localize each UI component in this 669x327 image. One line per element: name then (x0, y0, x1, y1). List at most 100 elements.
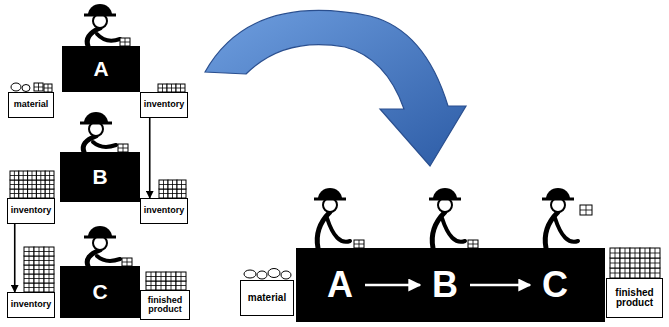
worker-figure (84, 226, 120, 266)
node-label: inventory (144, 206, 185, 215)
raw-material-piece (22, 85, 30, 92)
package-icon (24, 274, 34, 283)
package-icon (620, 268, 630, 278)
worker-figure (542, 188, 578, 248)
node-label: finished product (609, 288, 660, 309)
station-letter: A (315, 262, 365, 308)
raw-material-piece (11, 83, 21, 91)
package-icon (10, 171, 19, 180)
flow-arrow (365, 284, 420, 287)
node-label: inventory (144, 100, 185, 109)
package-icon (146, 272, 156, 281)
package-icon (580, 205, 592, 215)
raw-material-piece (257, 271, 267, 279)
package-icon (630, 258, 640, 268)
package-icon (36, 171, 45, 180)
package-icon (156, 272, 166, 281)
flow-arrow (470, 284, 530, 287)
package-icon (120, 38, 130, 46)
flow-arrow (149, 118, 151, 198)
package-icon (640, 258, 650, 268)
package-icon (167, 84, 176, 92)
node-label: A (327, 265, 353, 305)
package-icon (45, 189, 54, 198)
package-icon (640, 268, 650, 278)
package-icon (620, 248, 630, 258)
node-label: inventory (11, 300, 52, 309)
package-icon (19, 180, 28, 189)
package-icon (34, 247, 44, 256)
package-icon (36, 189, 45, 198)
package-icon (166, 281, 176, 290)
package-icon (19, 171, 28, 180)
package-icon (10, 189, 19, 198)
package-icon (176, 281, 186, 290)
package-icon (24, 283, 34, 292)
package-icon (176, 84, 185, 92)
package-icon (45, 171, 54, 180)
inventory-bin: inventory (140, 198, 189, 224)
package-icon (610, 248, 620, 258)
material-bin: material (8, 92, 54, 118)
inventory-bin: inventory (140, 92, 189, 118)
package-icon (44, 283, 54, 292)
node-label: material (14, 100, 49, 109)
workstation-table: A (62, 46, 140, 92)
finished-goods-bin: finished product (140, 290, 190, 320)
package-icon (44, 265, 54, 274)
package-icon (45, 180, 54, 189)
package-icon (177, 189, 186, 198)
transition-arrow (205, 10, 466, 166)
package-icon (176, 272, 186, 281)
package-icon (24, 247, 34, 256)
node-label: finished product (143, 296, 187, 315)
node-label: inventory (11, 206, 52, 215)
package-icon (620, 258, 630, 268)
node-label: C (542, 265, 568, 305)
package-icon (156, 281, 166, 290)
package-icon (34, 256, 44, 265)
package-icon (28, 180, 37, 189)
package-icon (28, 189, 37, 198)
package-icon (44, 84, 52, 92)
package-icon (44, 247, 54, 256)
package-icon (630, 268, 640, 278)
package-icon (24, 256, 34, 265)
package-icon (177, 180, 186, 189)
package-icon (159, 180, 168, 189)
node-label: A (93, 57, 108, 80)
worker-figure (84, 4, 120, 46)
package-icon (168, 189, 177, 198)
station-letter: B (420, 262, 470, 308)
raw-material-piece (268, 269, 280, 278)
package-icon (34, 274, 44, 283)
worker-figure (429, 188, 465, 248)
package-icon (650, 268, 660, 278)
package-icon (158, 84, 167, 92)
node-label: B (432, 265, 458, 305)
package-icon (610, 268, 620, 278)
package-icon (34, 265, 44, 274)
raw-material-piece (244, 270, 256, 278)
finished-goods-bin: finished product (606, 278, 663, 318)
package-icon (36, 180, 45, 189)
workstation-table: B (60, 152, 140, 202)
node-label: material (248, 293, 286, 304)
package-icon (468, 240, 478, 248)
package-icon (44, 256, 54, 265)
package-icon (34, 283, 44, 292)
inventory-bin: inventory (7, 292, 56, 318)
package-icon (122, 258, 132, 266)
package-icon (118, 144, 128, 152)
package-icon (168, 180, 177, 189)
package-icon (44, 274, 54, 283)
package-icon (650, 258, 660, 268)
station-letter: C (530, 262, 580, 308)
material-bin: material (240, 280, 294, 316)
package-icon (354, 240, 364, 248)
package-icon (19, 189, 28, 198)
package-icon (610, 258, 620, 268)
node-label: C (92, 280, 107, 303)
package-icon (34, 83, 43, 91)
